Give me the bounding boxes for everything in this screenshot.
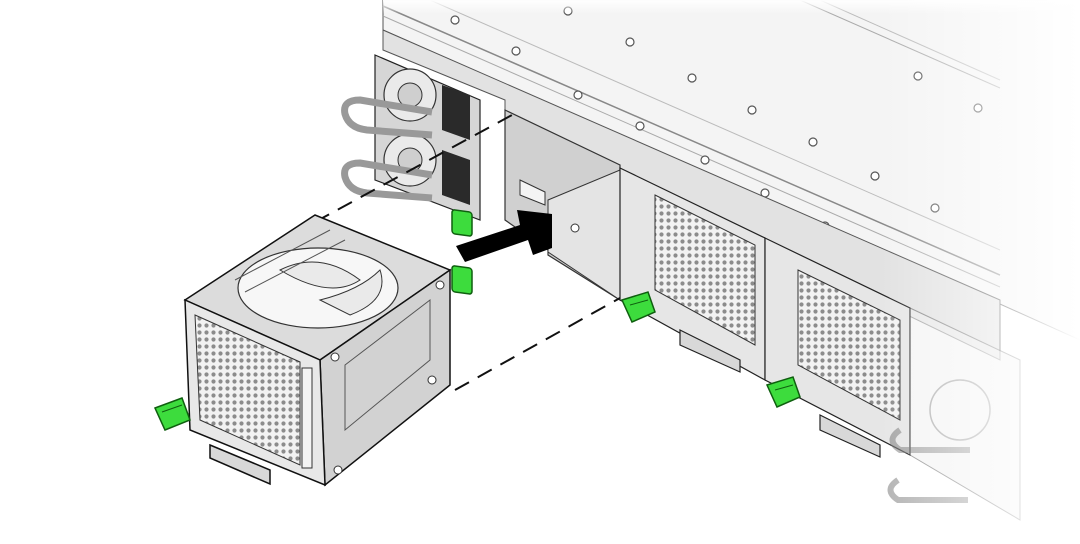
psu-latch-bottom[interactable]	[451, 265, 473, 295]
installed-fan-module-1	[619, 167, 766, 382]
fan-release-latch-1[interactable]	[620, 291, 656, 323]
fan-release-latch[interactable]	[153, 397, 191, 431]
fan-module[interactable]	[153, 214, 452, 487]
alignment-guides	[314, 114, 621, 391]
fan-grille	[194, 314, 301, 466]
psu-handle-top[interactable]	[341, 96, 433, 139]
arrow-right-icon	[456, 210, 552, 262]
installed-fan-module-2	[764, 237, 911, 458]
psu-latch-top[interactable]	[451, 209, 473, 237]
server-chassis	[341, 0, 1080, 544]
power-supply-unit	[341, 54, 481, 295]
psu-handle-bottom[interactable]	[341, 159, 433, 202]
fan-release-latch-2[interactable]	[765, 376, 801, 408]
fan-handle[interactable]	[209, 443, 271, 486]
